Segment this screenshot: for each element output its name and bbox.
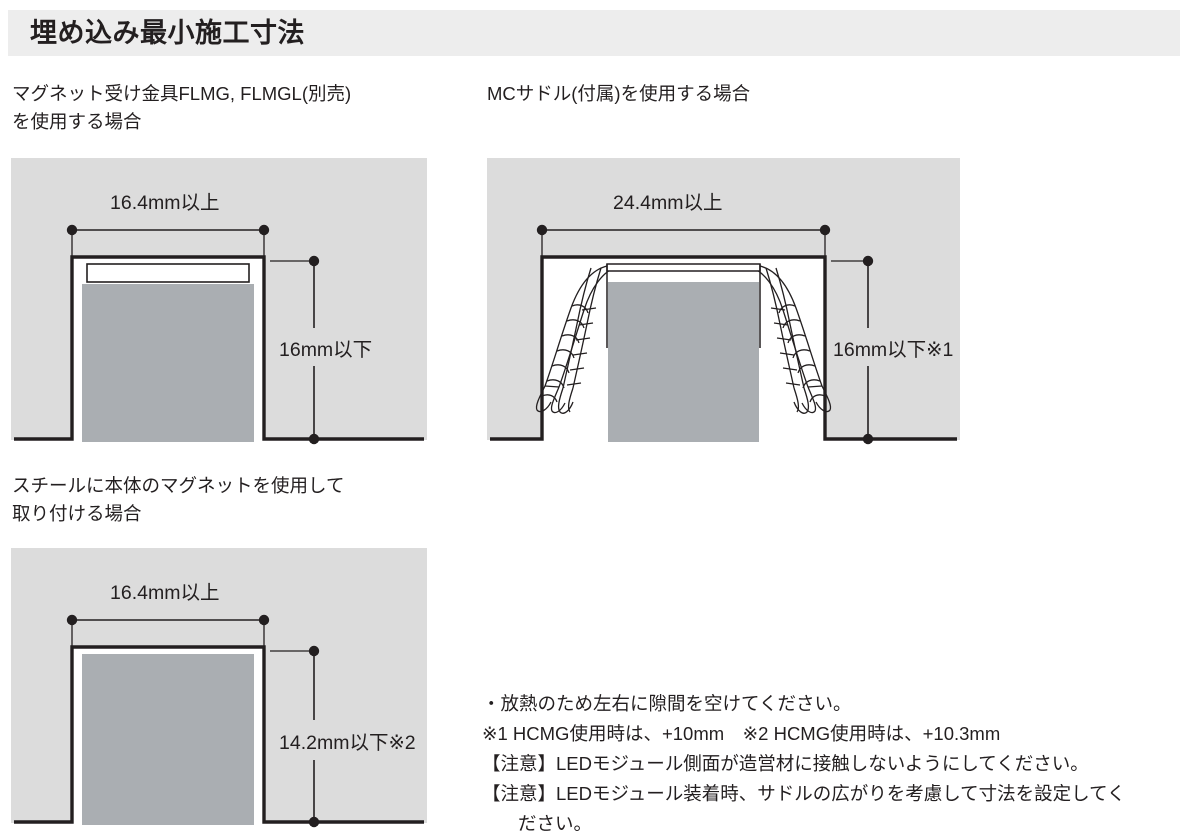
led-module-body xyxy=(82,654,254,825)
led-module-body xyxy=(608,282,759,442)
width-dot-left xyxy=(66,614,78,626)
recess-outline xyxy=(14,645,424,824)
width-dot-left xyxy=(66,224,78,236)
width-dot-right xyxy=(258,614,270,626)
height-dot-bottom xyxy=(308,433,320,445)
height-dot-top xyxy=(308,645,320,657)
caption-figure-2: MCサドル(付属)を使用する場合 xyxy=(487,83,751,104)
width-dot-right xyxy=(258,224,270,236)
width-dimension-label: 16.4mm以上 xyxy=(110,582,220,604)
caption-figure-1: マグネット受け金具FLMG, FLMGL(別売) を使用する場合 xyxy=(12,83,352,132)
notes-block: ・放熱のため左右に隙間を空けてください。 ※1 HCMG使用時は、+10mm ※… xyxy=(482,689,1182,839)
page-title: 埋め込み最小施工寸法 xyxy=(30,18,305,48)
led-module-body xyxy=(82,284,254,442)
note-line-1: ・放熱のため左右に隙間を空けてください。 xyxy=(482,693,852,714)
height-dimension-label: 16mm以下※1 xyxy=(833,339,954,361)
width-dimension-label: 16.4mm以上 xyxy=(110,192,220,214)
height-dimension-label: 16mm以下 xyxy=(279,339,373,361)
width-dot-left xyxy=(536,224,548,236)
height-dimension-label: 14.2mm以下※2 xyxy=(279,732,416,754)
width-dot-right xyxy=(819,224,831,236)
mc-saddle-clip-right xyxy=(748,265,832,414)
height-dot-bottom xyxy=(862,433,874,445)
width-dimension-label: 24.4mm以上 xyxy=(613,192,723,214)
note-line-4: 【注意】LEDモジュール装着時、サドルの広がりを考慮して寸法を設定してく xyxy=(482,783,1126,804)
height-dot-top xyxy=(862,255,874,267)
recess-outline xyxy=(14,255,424,441)
mc-saddle-clip-left xyxy=(535,265,619,414)
module-housing-top xyxy=(606,263,761,272)
note-line-2: ※1 HCMG使用時は、+10mm ※2 HCMG使用時は、+10.3mm xyxy=(482,723,1001,744)
note-line-3: 【注意】LEDモジュール側面が造営材に接触しないようにしてください。 xyxy=(482,753,1089,774)
height-dot-bottom xyxy=(308,816,320,828)
note-line-5: ださい。 xyxy=(518,813,593,834)
height-dot-top xyxy=(308,255,320,267)
diagram-mc-saddle: 24.4mm以上 16mm以下※1 xyxy=(487,158,960,448)
diagram-flmg-bracket: 16.4mm以上 16mm以下 xyxy=(11,158,427,448)
flmg-bracket-strip xyxy=(86,263,250,283)
section-title-bar: 埋め込み最小施工寸法 xyxy=(8,10,1180,56)
diagram-steel-magnet: 16.4mm以上 14.2mm以下※2 xyxy=(11,548,427,833)
recess-outline xyxy=(490,255,957,441)
caption-figure-3: スチールに本体のマグネットを使用して 取り付ける場合 xyxy=(12,475,345,524)
